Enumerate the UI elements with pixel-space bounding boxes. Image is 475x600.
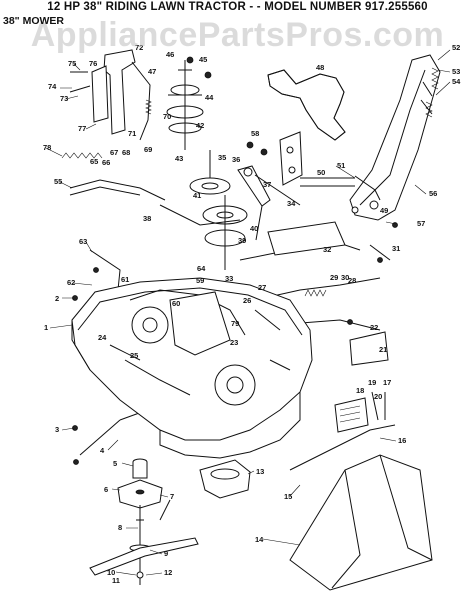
callout-34: 34 (287, 199, 296, 208)
callout-27: 27 (258, 283, 266, 292)
callout-65: 65 (90, 157, 98, 166)
callout-47: 47 (148, 67, 156, 76)
pulley-13 (199, 459, 251, 499)
lever-assembly-76 (69, 49, 152, 141)
callout-79: 79 (231, 319, 239, 328)
callout-64: 64 (197, 264, 206, 273)
callout-74: 74 (48, 82, 57, 91)
idler-arm-34 (237, 165, 301, 241)
lift-arm-56 (349, 54, 441, 221)
bracket-50 (279, 131, 381, 201)
callout-46: 46 (166, 50, 174, 59)
belt-48 (267, 69, 346, 141)
callout-11: 11 (112, 576, 120, 585)
callout-39: 39 (238, 236, 246, 245)
callout-76: 76 (89, 59, 97, 68)
callout-67: 67 (110, 148, 118, 157)
callout-30: 30 (341, 273, 349, 282)
callout-7: 7 (170, 492, 174, 501)
callout-15: 15 (284, 492, 292, 501)
callout-71: 71 (128, 129, 136, 138)
callout-42: 42 (196, 121, 204, 130)
callout-4: 4 (100, 446, 105, 455)
callout-69: 69 (144, 145, 152, 154)
mower-deck-1 (71, 277, 313, 459)
callout-18: 18 (356, 386, 364, 395)
callout-33: 33 (225, 274, 233, 283)
callout-5: 5 (113, 459, 117, 468)
callout-68: 68 (122, 148, 130, 157)
callout-28: 28 (348, 276, 356, 285)
callout-59: 59 (196, 276, 204, 285)
callout-66: 66 (102, 158, 110, 167)
callout-35: 35 (218, 153, 226, 162)
page-subtitle: 38" MOWER (3, 15, 64, 27)
callout-78: 78 (43, 143, 51, 152)
callout-75: 75 (68, 59, 76, 68)
callout-37: 37 (263, 180, 271, 189)
leader-lines (45, 49, 451, 576)
callout-38: 38 (143, 214, 151, 223)
callout-72: 72 (135, 43, 143, 52)
callout-62: 62 (67, 278, 75, 287)
callout-48: 48 (316, 63, 324, 72)
callout-40: 40 (250, 224, 258, 233)
callout-54: 54 (452, 77, 461, 86)
callout-9: 9 (164, 549, 168, 558)
callout-22: 22 (370, 323, 378, 332)
callout-56: 56 (429, 189, 437, 198)
callout-63: 63 (79, 237, 87, 246)
callout-17: 17 (383, 378, 391, 387)
callout-58: 58 (251, 129, 259, 138)
callout-57: 57 (417, 219, 425, 228)
callout-25: 25 (130, 351, 138, 360)
callout-1: 1 (44, 323, 48, 332)
callout-51: 51 (337, 161, 345, 170)
callout-21: 21 (379, 345, 387, 354)
callout-60: 60 (172, 299, 180, 308)
callout-52: 52 (452, 43, 460, 52)
callout-8: 8 (118, 523, 122, 532)
callout-13: 13 (256, 467, 264, 476)
callout-3: 3 (55, 425, 59, 434)
page-title: 12 HP 38" RIDING LAWN TRACTOR - - MODEL … (47, 1, 428, 13)
callout-53: 53 (452, 67, 460, 76)
callout-36: 36 (232, 155, 240, 164)
callout-32: 32 (323, 245, 331, 254)
callout-41: 41 (193, 191, 201, 200)
callout-2: 2 (55, 294, 59, 303)
callout-26: 26 (243, 296, 251, 305)
callout-49: 49 (380, 206, 388, 215)
callout-24: 24 (98, 333, 107, 342)
rear-hanger-assembly (334, 331, 389, 433)
callout-19: 19 (368, 378, 376, 387)
callout-14: 14 (255, 535, 264, 544)
callout-77: 77 (78, 124, 86, 133)
callout-45: 45 (199, 55, 207, 64)
callout-10: 10 (107, 568, 115, 577)
callout-70: 70 (163, 112, 171, 121)
callout-29: 29 (330, 273, 338, 282)
callout-16: 16 (398, 436, 406, 445)
callout-23: 23 (230, 338, 238, 347)
callout-73: 73 (60, 94, 68, 103)
callout-12: 12 (164, 568, 172, 577)
callout-43: 43 (175, 154, 183, 163)
callout-31: 31 (392, 244, 400, 253)
callout-44: 44 (205, 93, 214, 102)
spring-78 (61, 152, 103, 159)
callout-61: 61 (121, 275, 129, 284)
callout-55: 55 (54, 177, 62, 186)
callout-6: 6 (104, 485, 108, 494)
spindle-assembly (89, 458, 199, 585)
center-pulley-stack (159, 60, 248, 270)
callout-labels: 1 2 3 4 5 6 7 8 9 10 11 12 13 14 15 16 1… (43, 43, 461, 585)
discharge-chute-14 (289, 454, 433, 591)
callout-50: 50 (317, 168, 325, 177)
callout-20: 20 (374, 392, 382, 401)
